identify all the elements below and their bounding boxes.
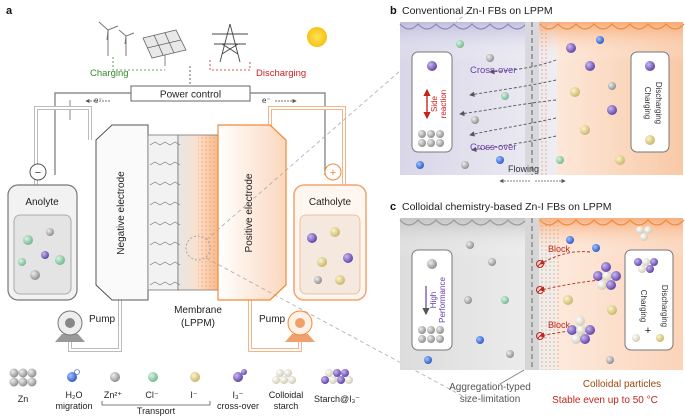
charging-link	[112, 57, 165, 71]
charge-box-b	[630, 51, 670, 153]
legend-starch-icon	[272, 369, 296, 384]
block-label-2: Block	[548, 320, 571, 330]
colloidal-cluster-1	[593, 262, 621, 290]
discharging-label-c: Discharging	[660, 285, 669, 327]
cross-over-label-1: Cross-over	[470, 65, 516, 76]
solar-panel-icon	[142, 29, 187, 66]
electron-right: e⁻	[262, 96, 271, 105]
legend-starchi: Starch@I₃⁻	[314, 394, 360, 404]
power-control-label: Power control	[160, 90, 221, 101]
zinc-stack-b	[418, 130, 444, 147]
legend-transport: Transport	[137, 406, 176, 416]
power-tower-icon	[212, 23, 248, 63]
stable-label: Stable even up to 50 °C	[552, 395, 658, 406]
positive-terminal-icon	[324, 163, 342, 181]
charging-label: Charging	[90, 68, 129, 79]
legend-i3-icon	[233, 372, 243, 382]
membrane-label-1: Membrane	[174, 305, 222, 316]
particles-b	[416, 36, 625, 169]
anolyte-label: Anolyte	[25, 197, 59, 208]
legend-starch: starch	[274, 401, 299, 411]
charge-box-c	[624, 249, 674, 351]
legend-cl: Cl⁻	[145, 390, 158, 400]
sun-icon	[307, 27, 327, 47]
legend-zn-icon	[9, 368, 37, 387]
membrane-label-2: (LPPM)	[181, 318, 215, 329]
panel-c-title: Colloidal chemistry-based Zn-I FBs on LP…	[402, 201, 612, 213]
block-label-1: Block	[548, 244, 571, 254]
colloidal-particles-label: Colloidal particles	[583, 379, 661, 390]
reaction-label: reaction	[439, 90, 448, 118]
zinc-stack-c	[418, 326, 444, 343]
svg-text:+: +	[330, 167, 336, 179]
performance-label: Performance	[438, 277, 447, 323]
panel-a-letter: a	[6, 5, 13, 17]
side-reaction-box	[411, 51, 453, 153]
panel-c-letter: c	[390, 201, 396, 213]
starch-i3-cluster-box	[634, 258, 658, 273]
catholyte-label: Catholyte	[309, 197, 352, 208]
cross-over-label-2: Cross-over	[470, 142, 516, 153]
aggregation-label-1: Aggregation-typed	[449, 382, 531, 393]
panel-b-letter: b	[390, 5, 397, 17]
flowing-label: Flowing	[508, 164, 539, 174]
colloidal-cluster-2	[567, 316, 595, 344]
discharging-label-b: Discharging	[654, 82, 663, 124]
negative-electrode-label: Negative electrode	[116, 171, 127, 255]
legend-zn: Zn	[18, 394, 29, 404]
legend-colloidal: Colloidal	[269, 390, 304, 400]
positive-electrode	[217, 124, 287, 301]
particles-c	[424, 236, 617, 364]
charging-label-c: Charging	[639, 290, 648, 322]
svg-text:−: −	[35, 167, 41, 179]
negative-electrode	[95, 124, 149, 301]
legend-starch-i3-icon	[321, 369, 353, 384]
plus-label-c: +	[645, 325, 651, 337]
pump-left-icon	[55, 310, 85, 342]
charging-label-b: Charging	[643, 87, 652, 119]
discharging-link	[209, 60, 251, 71]
high-performance-box	[411, 249, 453, 351]
pump-left-label: Pump	[89, 314, 116, 325]
legend-zn2-icon	[110, 372, 120, 382]
legend-migration: migration	[55, 401, 92, 411]
legend-zn2: Zn²⁺	[104, 390, 123, 400]
pump-right-label: Pump	[259, 314, 286, 325]
colloidal-cluster-3	[636, 226, 652, 241]
legend-h2o: H₂O	[66, 390, 83, 400]
negative-terminal-icon	[29, 163, 47, 181]
legend-cl-icon	[148, 372, 158, 382]
legend-i-icon	[190, 372, 200, 382]
legend-i3: I₃⁻	[233, 390, 244, 400]
high-label: High	[429, 292, 438, 308]
side-label: Side	[430, 95, 439, 112]
electron-left: e⁻	[94, 96, 103, 105]
positive-electrode-label: Positive electrode	[244, 173, 255, 252]
aggregation-label-2: size-limitation	[460, 394, 521, 405]
block-icons	[536, 260, 544, 340]
block-arrows	[539, 251, 601, 338]
pump-right-icon	[285, 310, 315, 342]
legend-i: I⁻	[190, 390, 198, 400]
legend-h2o-icon	[67, 372, 77, 382]
discharging-label: Discharging	[256, 68, 306, 79]
legend-crossover: cross-over	[217, 401, 259, 411]
wind-turbine-icon	[98, 21, 135, 56]
panel-b-title: Conventional Zn-I FBs on LPPM	[402, 5, 553, 17]
